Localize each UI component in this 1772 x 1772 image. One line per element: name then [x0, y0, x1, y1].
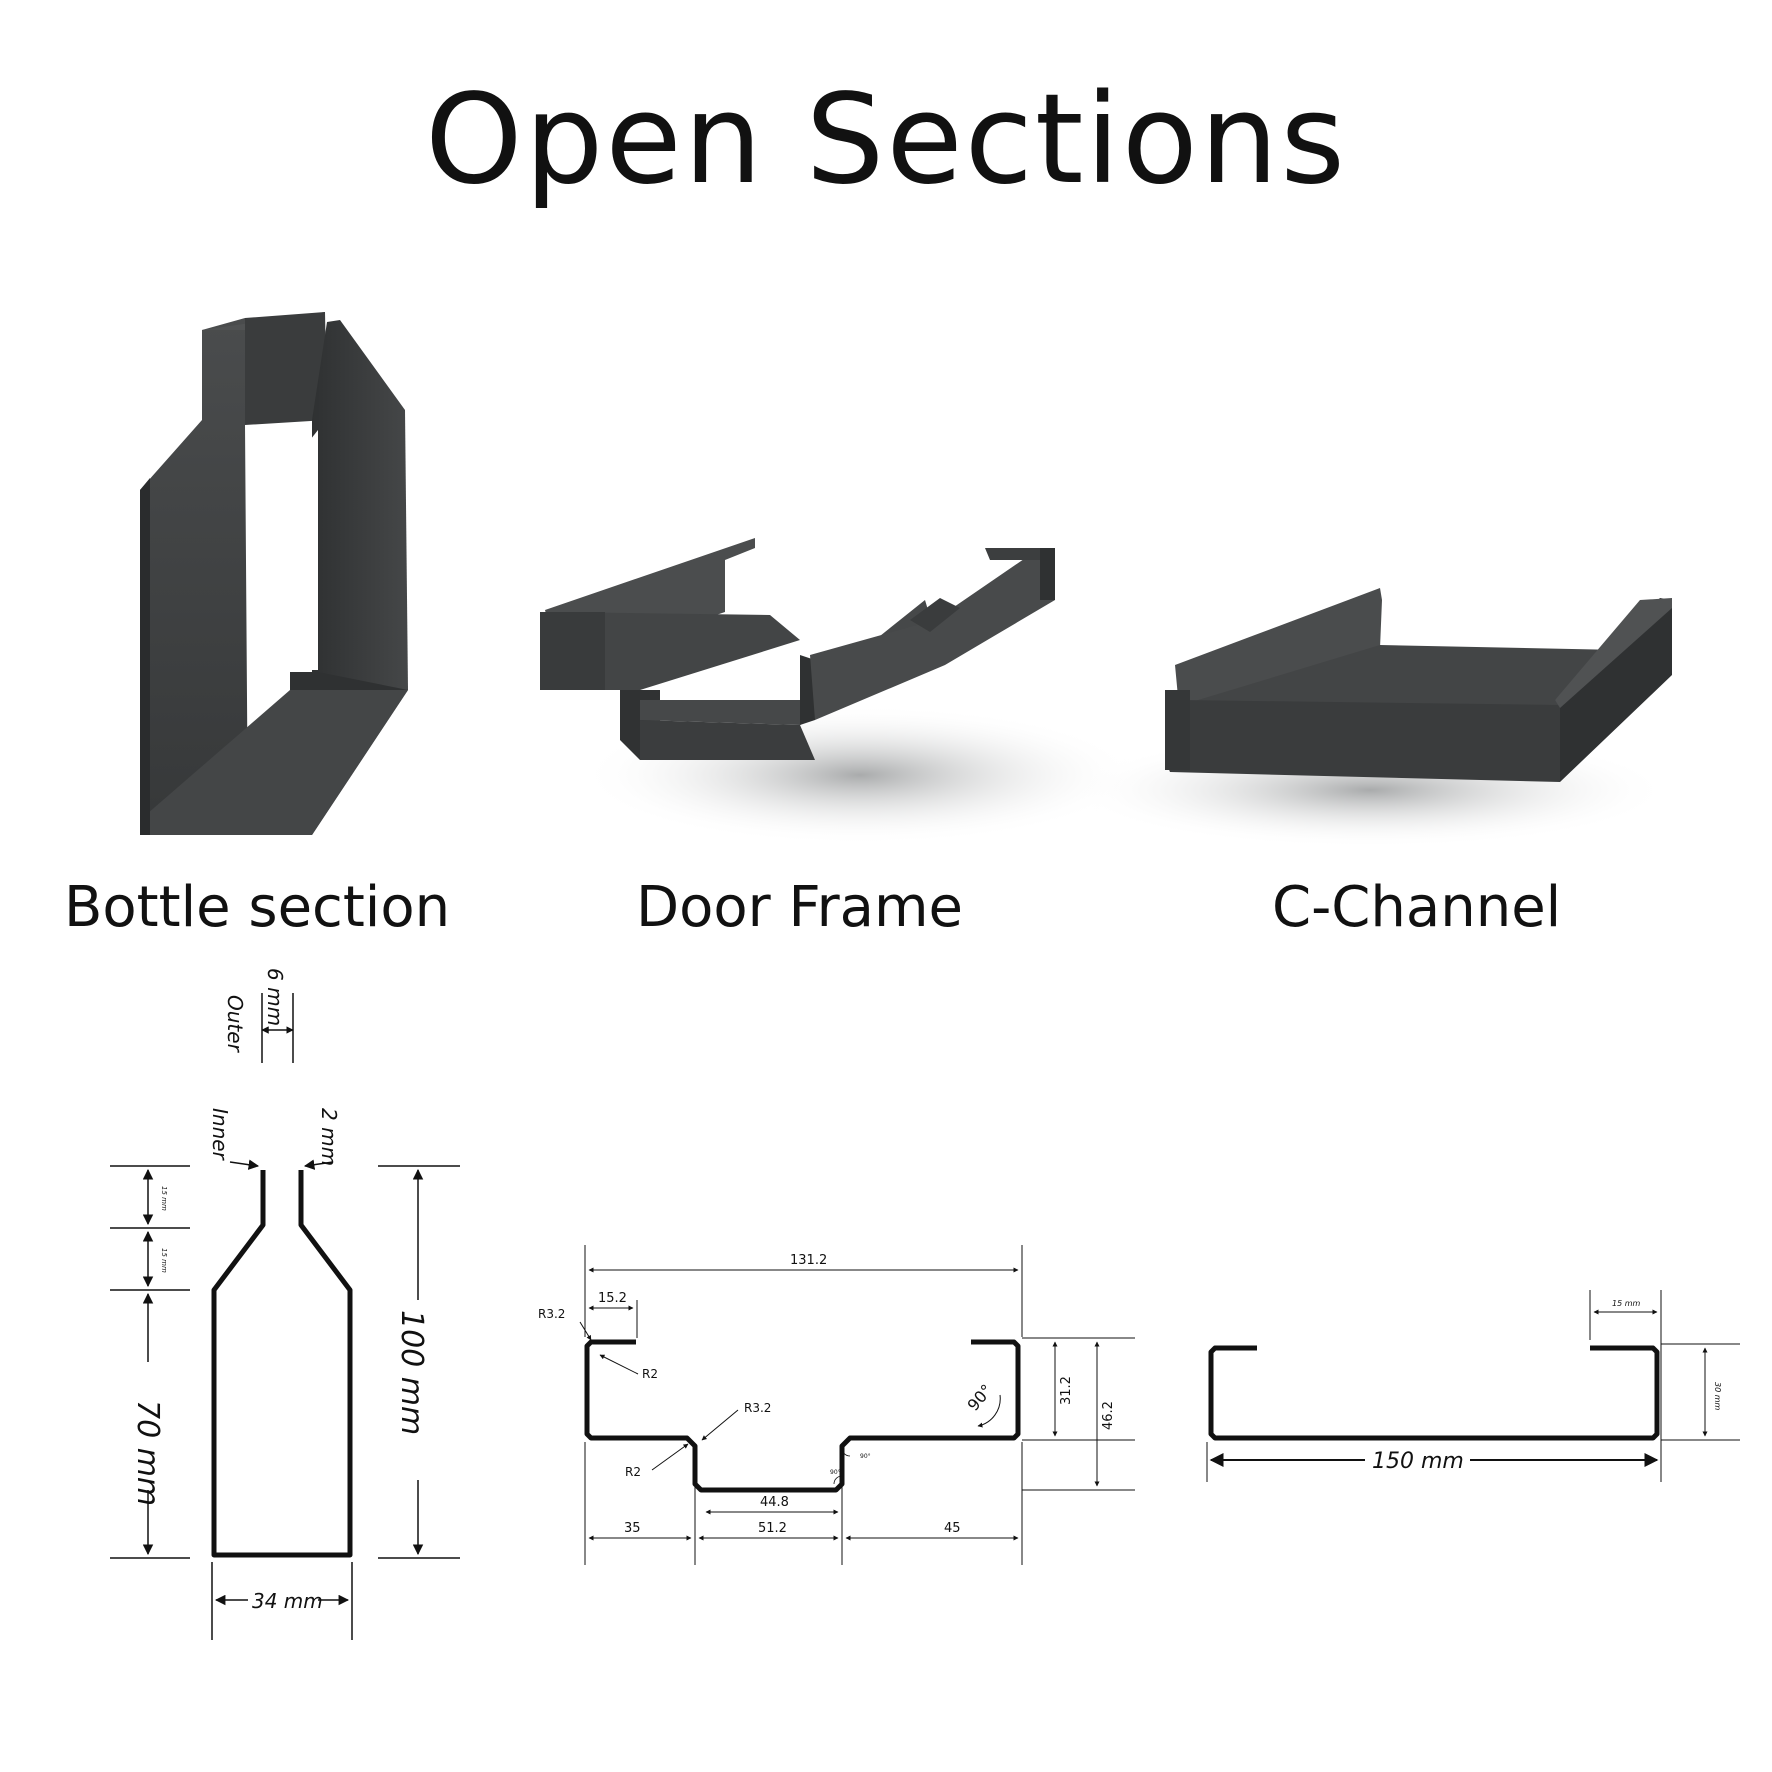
dim-31-2: 31.2 [1059, 1376, 1074, 1405]
door-frame-render [540, 538, 1140, 845]
dim-46-2: 46.2 [1101, 1401, 1116, 1430]
radius-r2-a: R2 [642, 1367, 658, 1381]
inner-value: 2 mm [317, 1108, 341, 1166]
c-channel-render [1070, 588, 1672, 848]
dim-35: 35 [624, 1521, 641, 1536]
dim-51-2: 51.2 [758, 1521, 787, 1536]
outer-value: 6 mm [263, 968, 287, 1026]
door-frame-drawing [579, 1245, 1135, 1565]
dim-15-2: 15.2 [598, 1291, 627, 1306]
inner-label: Inner [208, 1108, 232, 1162]
dim-45: 45 [944, 1521, 961, 1536]
height-30mm: 30 mm [1713, 1382, 1722, 1411]
small-dim-1: 15 mm [160, 1186, 168, 1211]
bottle-section-render [140, 312, 408, 835]
height-70: 70 mm [130, 1400, 165, 1506]
caption-c-channel: C-Channel [1272, 875, 1562, 940]
lip-15mm: 15 mm [1612, 1299, 1641, 1308]
angle-90-big: 90° [964, 1381, 997, 1415]
door-frame-drawing-labels: 131.2 15.2 R3.2 R2 R3.2 R2 90° 90° 90° 3… [538, 1253, 1116, 1536]
caption-bottle-section: Bottle section [64, 875, 451, 940]
c-channel-drawing-labels: 15 mm 30 mm 150 mm [1372, 1299, 1722, 1474]
bottle-section-drawing [110, 993, 460, 1640]
caption-door-frame: Door Frame [636, 875, 963, 940]
radius-r2-b: R2 [625, 1465, 641, 1479]
bottle-drawing-labels: Outer 6 mm Inner 2 mm 15 mm 15 mm 70 mm … [130, 968, 429, 1613]
angle-90-small-b: 90° [860, 1453, 871, 1460]
angle-90-small-a: 90° [830, 1469, 841, 1476]
dim-131-2: 131.2 [790, 1253, 827, 1268]
width-34: 34 mm [252, 1589, 323, 1613]
height-100: 100 mm [394, 1310, 429, 1435]
page-title: Open Sections [425, 68, 1347, 212]
radius-r3-2-a: R3.2 [538, 1307, 565, 1321]
width-150mm: 150 mm [1372, 1449, 1464, 1474]
c-channel-drawing [1206, 1290, 1740, 1482]
small-dim-2: 15 mm [160, 1248, 168, 1273]
radius-r3-2-b: R3.2 [744, 1401, 771, 1415]
dim-44-8: 44.8 [760, 1495, 789, 1510]
outer-label: Outer [223, 995, 247, 1054]
